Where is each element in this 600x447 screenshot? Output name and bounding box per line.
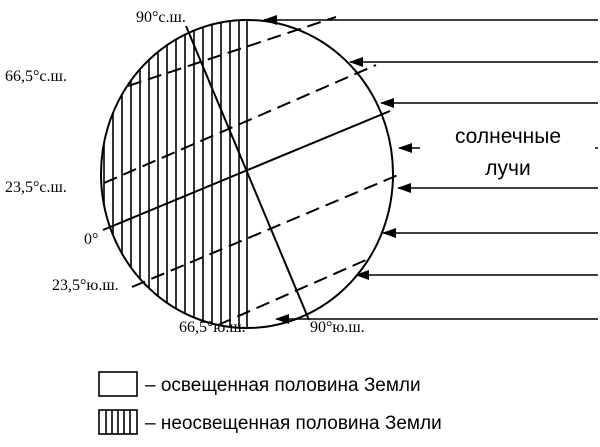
north-tropic-line (103, 64, 377, 184)
south-tropic-label: 23,5°ю.ш. (52, 277, 119, 294)
legend-unlit-label: – неосвещенная половина Земли (145, 413, 442, 434)
south-pole-label: 90°ю.ш. (310, 319, 365, 336)
legend-lit-swatch (98, 371, 138, 397)
north-tropic-label: 23,5°с.ш. (5, 179, 67, 196)
legend: – освещенная половина Земли – неосвещенн… (98, 371, 442, 435)
rays-label-line2: лучи (485, 157, 530, 180)
south-polar-circle-label: 66,5°ю.ш. (179, 319, 246, 336)
rays-label-line1: солнечные (455, 125, 561, 148)
unlit-half-hatching (103, 20, 240, 328)
south-tropic-line (131, 174, 399, 288)
earth-axis (185, 25, 310, 321)
parallel-lines (103, 16, 399, 326)
legend-unlit-hatching (105, 410, 131, 434)
south-polar-circle-line (217, 259, 367, 326)
north-polar-circle-label: 66,5°с.ш. (5, 68, 67, 85)
north-pole-label: 90°с.ш. (136, 9, 186, 26)
equator-label: 0° (84, 231, 98, 248)
legend-lit-label: – освещенная половина Земли (145, 375, 421, 396)
north-polar-circle-line (127, 16, 337, 87)
equator-line (102, 110, 391, 231)
